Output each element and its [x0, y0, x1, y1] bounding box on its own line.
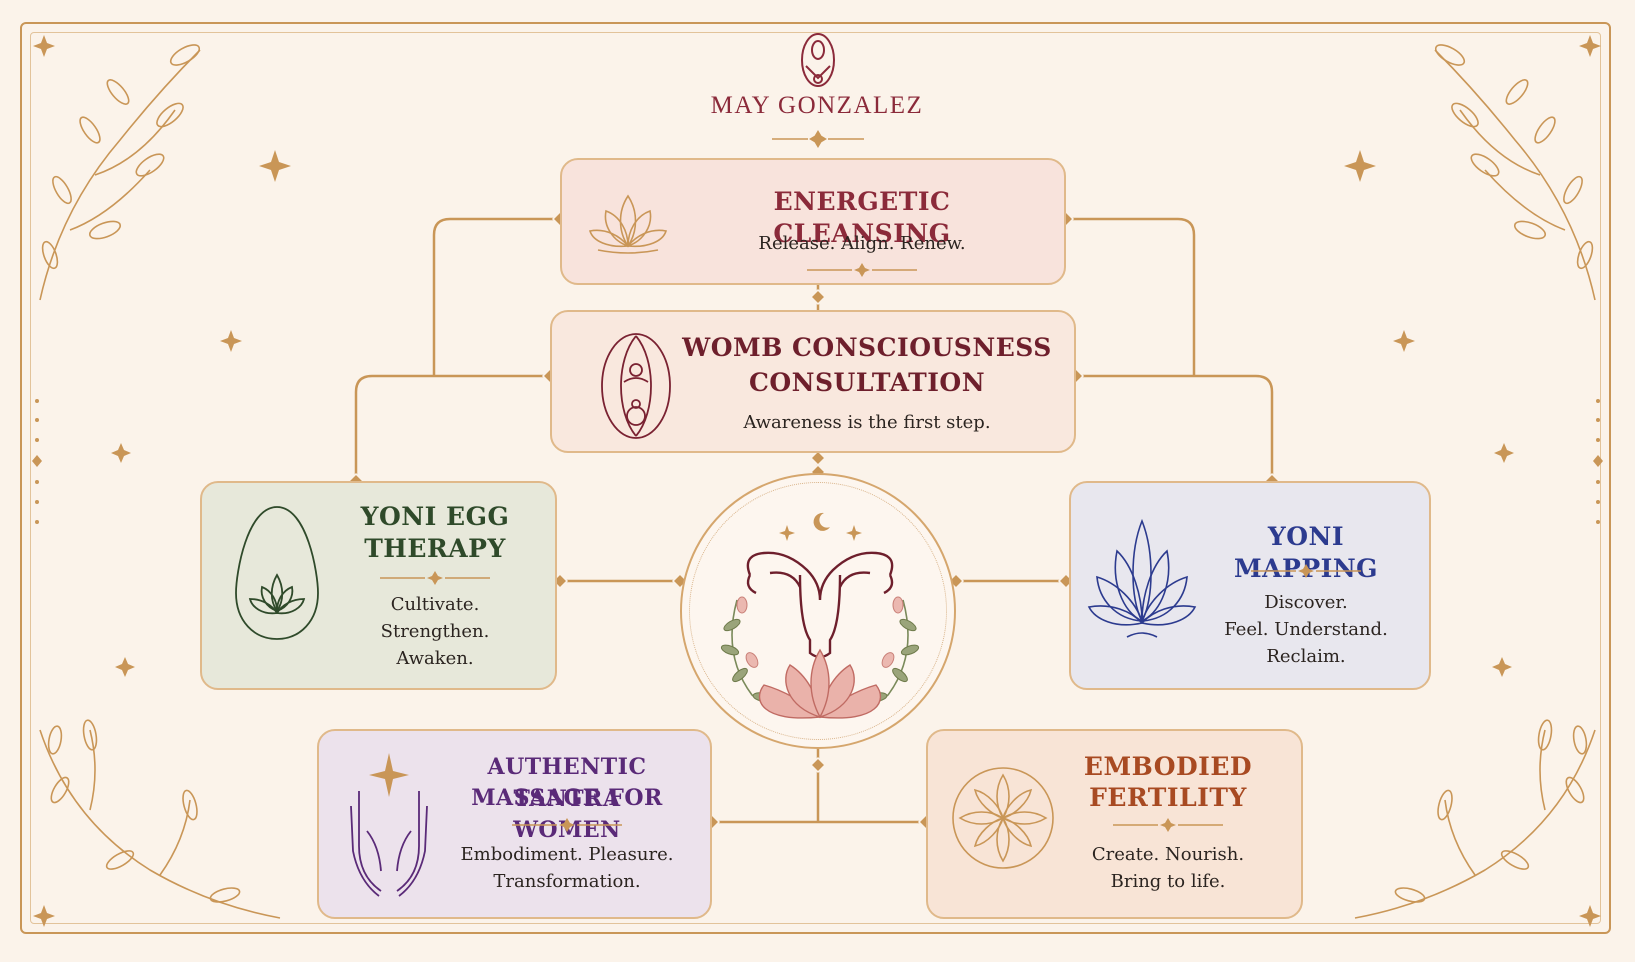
- card-title: CONSULTATION: [748, 368, 986, 397]
- card-subtitle: Feel. Understand.: [1224, 619, 1388, 640]
- card-subtitle: Strengthen.: [380, 621, 490, 642]
- card-yoni-mapping[interactable]: YONI MAPPING Discover. Feel. Understand.…: [1069, 481, 1431, 690]
- card-subtitle: Discover.: [1264, 592, 1348, 613]
- flower-circle-icon: [952, 767, 1054, 869]
- card-title: YONI MAPPING: [1234, 522, 1378, 583]
- card-title: EMBODIED: [1083, 752, 1253, 781]
- sparkle-icon: [1579, 35, 1601, 57]
- sparkle-icon: [1344, 150, 1376, 182]
- card-subtitle: Create. Nourish.: [1091, 844, 1245, 865]
- lotus-icon: [1087, 518, 1197, 638]
- vine-top-right: [1434, 44, 1596, 301]
- card-title: MASSAGE FOR WOMEN: [471, 785, 663, 843]
- hands-star-icon: [350, 753, 428, 897]
- divider-ornament: [807, 263, 917, 277]
- sparkle-icon: [33, 905, 55, 927]
- connector-diamond: [809, 756, 827, 774]
- card-yoni-egg-therapy[interactable]: YONI EGG THERAPY Cultivate. Strengthen. …: [200, 481, 557, 690]
- divider-ornament: [1251, 564, 1361, 578]
- sparkle-icon: [115, 657, 135, 677]
- brand-name: MAY GONZALEZ: [710, 92, 924, 119]
- card-subtitle: Embodiment. Pleasure.: [460, 844, 674, 865]
- vine-bottom-left: [39, 719, 281, 919]
- sparkle-icon: [1492, 657, 1512, 677]
- card-subtitle: Awaken.: [396, 648, 474, 669]
- sparkle-icon: [1579, 905, 1601, 927]
- uterus-lotus-icon: [720, 512, 920, 719]
- card-energetic-cleansing[interactable]: ENERGETIC CLEANSING Release. Align. Rene…: [560, 158, 1066, 285]
- card-title: THERAPY: [364, 534, 506, 563]
- connector-cleansing-right: [1066, 217, 1196, 376]
- inner-frame: [30, 32, 1601, 924]
- card-subtitle: Transformation.: [493, 871, 641, 892]
- card-authentic-tantra[interactable]: AUTHENTIC TANTRA MASSAGE FOR WOMEN Embod…: [317, 729, 712, 919]
- sparkle-icon: [33, 35, 55, 57]
- connector-womb-left: [354, 374, 550, 481]
- card-title: FERTILITY: [1089, 783, 1247, 812]
- sparkle-icon: [259, 150, 291, 182]
- sparkle-icon: [220, 330, 242, 352]
- vine-bottom-right: [1354, 719, 1596, 919]
- divider-ornament: [512, 818, 622, 832]
- card-title: AUTHENTIC TANTRA: [487, 754, 647, 812]
- card-title: WOMB CONSCIOUSNESS: [682, 333, 1052, 362]
- sparkle-icon: [1494, 443, 1514, 463]
- womb-egg-icon: [601, 333, 671, 439]
- card-title: ENERGETIC CLEANSING: [773, 187, 951, 248]
- brand-ornament: [772, 130, 864, 148]
- card-subtitle: Bring to life.: [1110, 871, 1226, 892]
- card-subtitle: Reclaim.: [1266, 646, 1346, 667]
- card-title: YONI EGG: [360, 502, 510, 531]
- egg-lotus-icon: [235, 506, 319, 640]
- sparkle-icon: [111, 443, 131, 463]
- divider-ornament: [380, 571, 490, 585]
- card-subtitle: Awareness is the first step.: [743, 412, 991, 433]
- divider-ornament: [1113, 818, 1223, 832]
- sparkle-icon: [1393, 330, 1415, 352]
- connector-diamond: [809, 288, 827, 306]
- center-hub: [680, 473, 956, 749]
- brand-logo-icon: [801, 33, 835, 87]
- connector-diamond: [809, 449, 827, 467]
- connector-cleansing-left: [432, 217, 560, 376]
- hub-inner-ring: [689, 482, 947, 740]
- card-womb-consultation[interactable]: WOMB CONSCIOUSNESS CONSULTATION Awarenes…: [550, 310, 1076, 453]
- outer-frame: [20, 22, 1611, 934]
- card-subtitle: Cultivate.: [390, 594, 480, 615]
- connector-womb-right: [1076, 374, 1274, 481]
- card-subtitle: Release. Align. Renew.: [758, 233, 966, 254]
- card-embodied-fertility[interactable]: EMBODIED FERTILITY Create. Nourish. Brin…: [926, 729, 1303, 919]
- lotus-icon: [588, 194, 668, 254]
- vine-top-left: [39, 44, 201, 301]
